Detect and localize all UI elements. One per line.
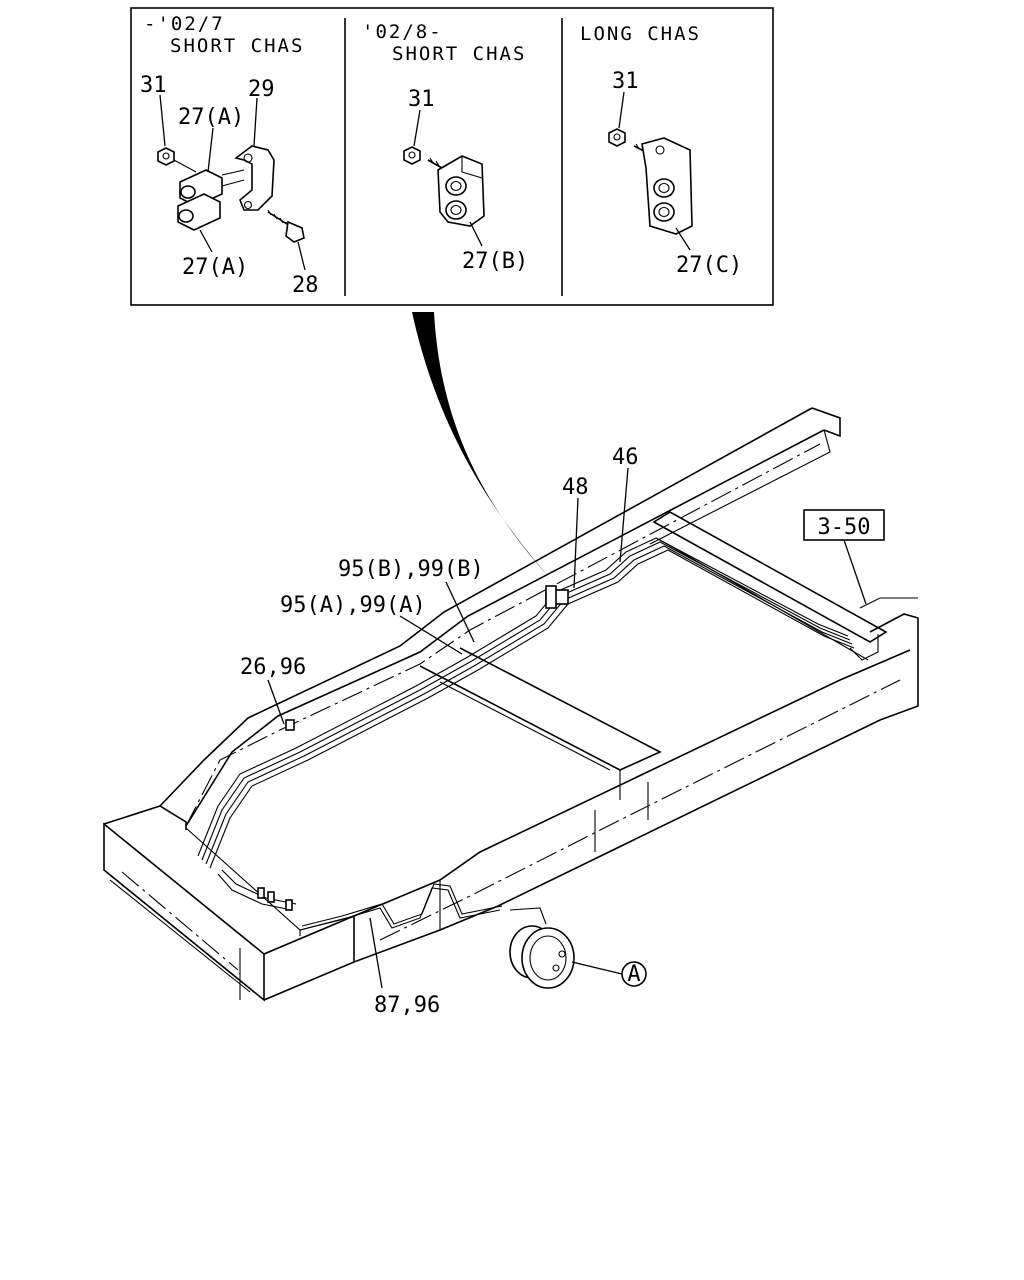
panel-2-clip-assembly [403,109,485,247]
reference-a-label: A [627,962,640,987]
callout-95a-99a: 95(A),99(A) [280,593,426,618]
inset-border [130,7,774,306]
callout-87-96: 87,96 [374,993,440,1018]
panel-3-header-line1: LONG CHAS [580,23,701,45]
bracket-29 [234,145,275,211]
callout-27a-top: 27(A) [178,105,244,130]
panel-2-header-line2: SHORT CHAS [392,43,526,65]
callout-48: 48 [562,475,589,500]
callout-31-panel-1: 31 [140,73,167,98]
inset-detail-box: -'02/7 SHORT CHAS '02/8- SHORT CHAS LONG… [130,7,774,306]
callout-27b: 27(B) [462,249,528,274]
nut-31-panel-2 [403,146,421,165]
bolt-28 [285,220,305,243]
brake-chamber [509,925,647,989]
callout-46: 46 [612,445,639,470]
panel-1-header-line2: SHORT CHAS [170,35,304,57]
panel-1-header-line1: -'02/7 [144,13,225,35]
reference-a-circle [621,961,647,987]
panel-2-header-line1: '02/8- [362,21,443,43]
callout-27a-bottom: 27(A) [182,255,248,280]
nut-31-panel-1 [157,147,175,166]
callout-31-panel-3: 31 [612,69,639,94]
callout-31-panel-2: 31 [408,87,435,112]
callout-26-96: 26,96 [240,655,306,680]
callout-28: 28 [292,273,319,298]
callout-95b-99b: 95(B),99(B) [338,557,484,582]
chassis-frame [103,407,919,1002]
brake-pipes [197,537,918,931]
panel-3-clip-assembly [608,91,693,251]
reference-box-label: 3-50 [818,515,871,540]
detail-pointer [412,312,548,576]
callout-29: 29 [248,77,275,102]
nut-31-panel-3 [608,128,626,147]
callout-27c: 27(C) [676,253,742,278]
panel-1-clip-assembly [157,94,306,271]
